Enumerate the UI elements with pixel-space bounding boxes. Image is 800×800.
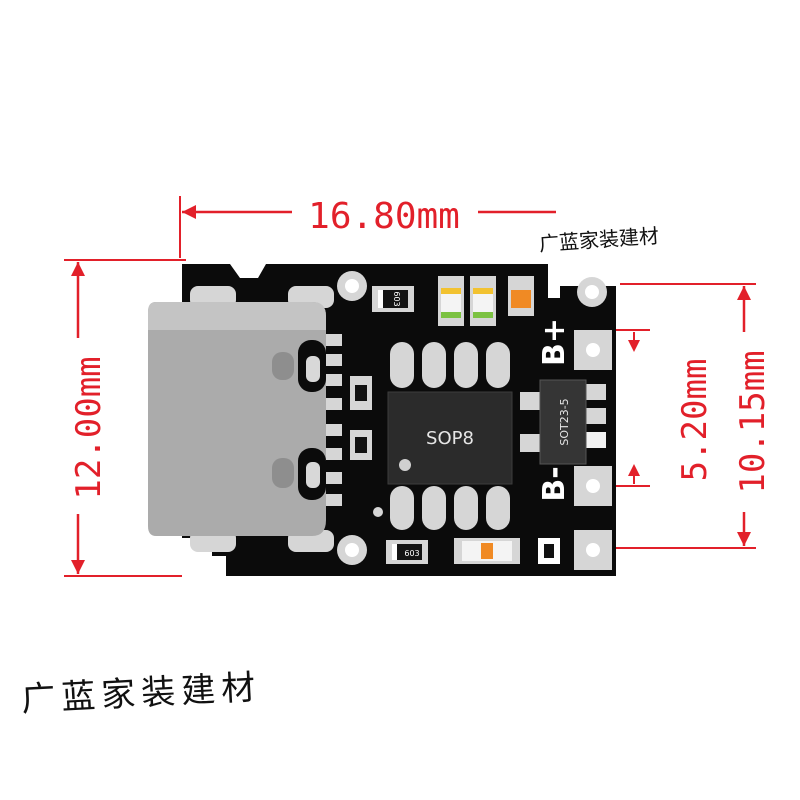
inner-height-dimension: 5.20mm [596, 329, 715, 487]
sop8-pads-bottom [390, 486, 510, 530]
pad-bplus-label: B+ [537, 318, 572, 366]
resistor-top: 603 [372, 286, 414, 312]
left-height-label: 12.00mm [69, 356, 109, 499]
usb-type-c-connector [148, 302, 326, 536]
capacitor-top [508, 276, 534, 316]
sop8-label: SOP8 [426, 428, 474, 449]
capacitor-bottom [454, 538, 520, 564]
smd-column [350, 376, 383, 517]
connector-pins [326, 334, 342, 506]
sop8-pads-top [390, 342, 510, 388]
sot23-5-chip: SOT23-5 [520, 379, 606, 465]
right-height-dimension: 10.15mm [600, 283, 773, 549]
resistor-bottom: 603 [386, 540, 428, 564]
pcb-board: 603 [148, 264, 616, 578]
width-dimension: 16.80mm [179, 196, 556, 258]
inner-height-label: 5.20mm [675, 359, 715, 482]
pad-bminus-label: B- [537, 466, 572, 501]
resistor-bottom-label: 603 [404, 549, 419, 558]
sot23-5-label: SOT23-5 [558, 398, 571, 445]
sop8-chip: SOP8 [387, 391, 513, 485]
battery-pads [538, 330, 612, 570]
led-pair [438, 276, 496, 326]
right-height-label: 10.15mm [733, 350, 773, 493]
mounting-holes [337, 271, 607, 565]
resistor-top-label: 603 [392, 291, 401, 306]
width-dimension-label: 16.80mm [308, 196, 460, 237]
left-height-dimension: 12.00mm [64, 259, 220, 577]
